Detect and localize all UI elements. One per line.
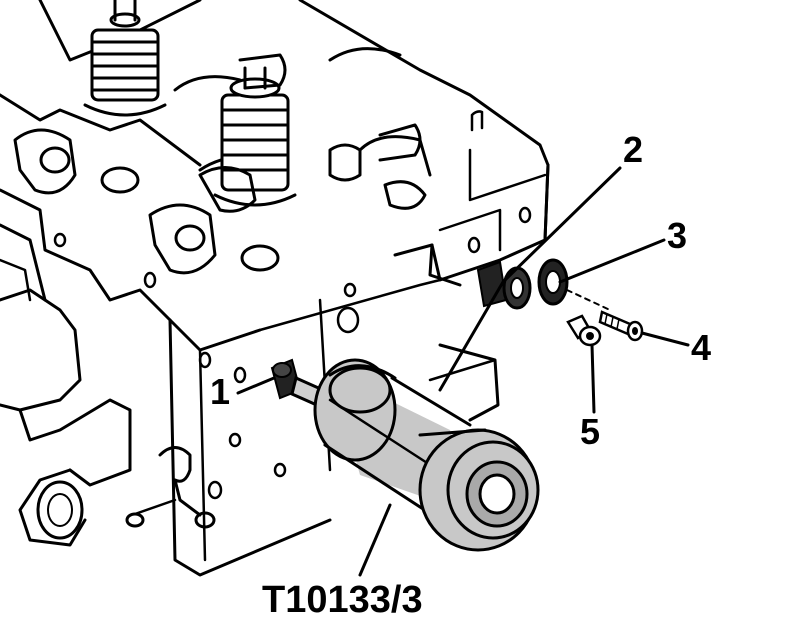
callout-2: 2 (623, 129, 643, 170)
leader-line-1 (236, 376, 276, 395)
part-3-ring (537, 258, 611, 311)
special-tool-sleeve (290, 358, 540, 552)
valve-spring-left (83, 0, 167, 117)
leader-lines (236, 166, 690, 577)
callout-1: 1 (210, 371, 230, 412)
part-2-seal (476, 260, 532, 310)
tool-label: T10133/3 (262, 579, 423, 621)
callout-3: 3 (667, 215, 687, 256)
rocker-arms (13, 53, 427, 275)
valve-spring-right (213, 66, 297, 207)
leader-line-tool (358, 503, 392, 577)
leader-line-3 (558, 238, 666, 284)
leader-line-4 (640, 331, 690, 347)
part-4-bolt (598, 310, 644, 342)
leader-line-2 (438, 166, 622, 392)
part-5-fitting (566, 314, 602, 347)
callout-5: 5 (580, 411, 600, 452)
leader-line-5 (590, 343, 596, 414)
callout-4: 4 (691, 327, 711, 368)
